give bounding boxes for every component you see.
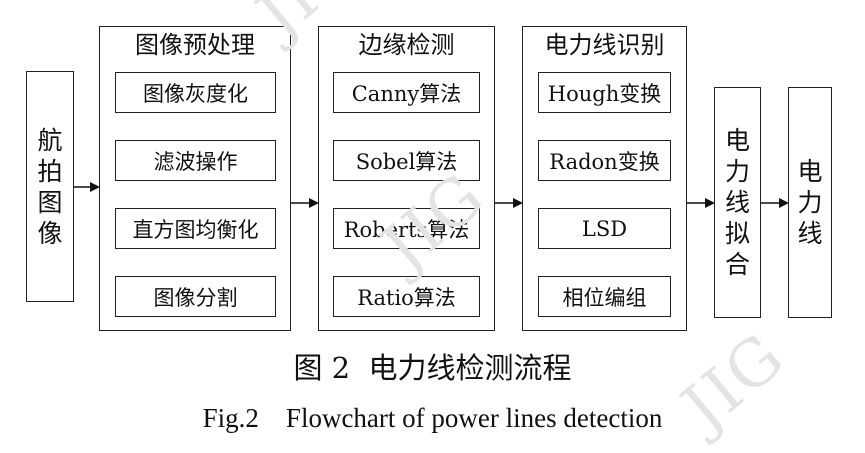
stage-preprocessing: 图像预处理 图像灰度化 滤波操作 直方图均衡化 图像分割 (99, 26, 291, 331)
input-label: 航 拍 图 像 (27, 72, 73, 301)
output-label: 电 力 线 (789, 88, 831, 317)
step-segmentation: 图像分割 (115, 276, 276, 317)
fitting-char: 合 (724, 250, 750, 279)
step-radon: Radon变换 (538, 140, 671, 181)
fitting-label: 电 力 线 拟 合 (715, 88, 760, 317)
step-roberts: Roberts算法 (333, 208, 480, 249)
input-box: 航 拍 图 像 (26, 71, 74, 302)
fitting-char: 电 (724, 126, 750, 155)
input-char: 拍 (37, 156, 63, 186)
step-grayscale: 图像灰度化 (115, 72, 276, 113)
step-lsd: LSD (538, 208, 671, 249)
input-char: 像 (37, 218, 63, 248)
fitting-char: 拟 (724, 219, 750, 248)
step-histogram-equalization: 直方图均衡化 (115, 208, 276, 249)
output-char: 线 (797, 219, 823, 248)
stage-title: 电力线识别 (544, 31, 665, 59)
step-ratio: Ratio算法 (333, 276, 480, 317)
step-hough: Hough变换 (538, 72, 671, 113)
input-char: 航 (37, 125, 63, 155)
stage-title: 边缘检测 (358, 31, 455, 59)
output-char: 电 (797, 157, 823, 186)
step-sobel: Sobel算法 (333, 140, 480, 181)
fitting-box: 电 力 线 拟 合 (714, 87, 761, 318)
input-char: 图 (37, 187, 63, 217)
stage-recognition: 电力线识别 Hough变换 Radon变换 LSD 相位编组 (522, 26, 687, 331)
fitting-char: 线 (724, 188, 750, 217)
output-box: 电 力 线 (788, 87, 832, 318)
caption-chinese: 图 2 电力线检测流程 (293, 351, 572, 385)
output-char: 力 (797, 188, 823, 217)
step-canny: Canny算法 (333, 72, 480, 113)
step-filtering: 滤波操作 (115, 140, 276, 181)
caption-english: Fig.2 Flowchart of power lines detection (202, 403, 663, 433)
stage-title: 图像预处理 (135, 31, 255, 59)
stage-edge-detection: 边缘检测 Canny算法 Sobel算法 Roberts算法 Ratio算法 (318, 26, 495, 331)
step-phase-grouping: 相位编组 (538, 276, 671, 317)
fitting-char: 力 (724, 157, 750, 186)
